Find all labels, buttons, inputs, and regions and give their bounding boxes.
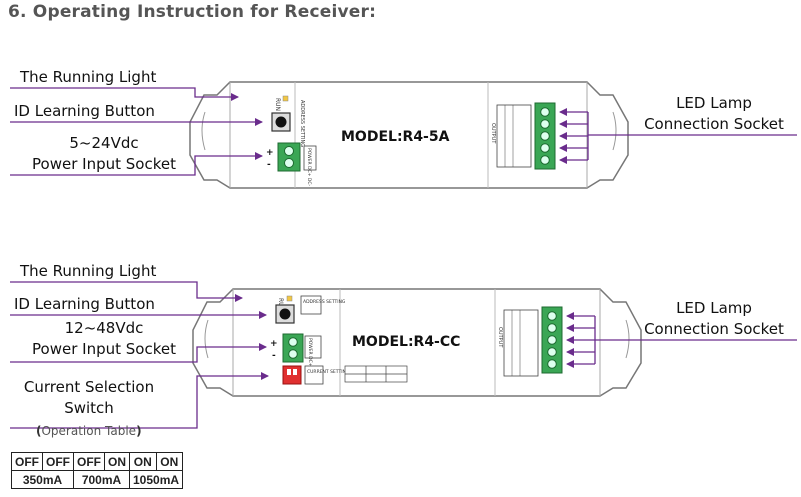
current-text-2: CURRENT SETTING [307,369,350,375]
switch-state-cell: OFF [73,452,105,471]
label-id-button-1: ID Learning Button [14,102,155,120]
current-cell: 350mA [11,470,74,489]
minus-text-1: - [267,160,271,170]
label-led-socket-1: Connection Socket [644,115,784,133]
label-running-light-1: The Running Light [20,68,157,86]
switch-state-cell: OFF [42,452,74,471]
output-text-1: OUTPUT [490,123,496,144]
plus-text-1: + [266,148,274,158]
label-switch: Switch [64,399,114,417]
current-cell: 1050mA [128,470,184,489]
label-led-lamp-2: LED Lamp [676,299,752,317]
label-led-lamp-1: LED Lamp [676,94,752,112]
output-text-2: OUTPUT [497,327,503,348]
switch-state-row: OFF OFF OFF ON ON ON [11,452,184,471]
label-id-button-2: ID Learning Button [14,295,155,313]
minus-text-2: - [272,351,276,361]
switch-state-cell: ON [104,452,130,471]
operation-table-note: Operation Table [41,424,137,438]
receiver-1-body: RUN ADDRESS SETTING + - POWER DC+ DC- MO… [189,81,629,189]
label-power-voltage-2: 12~48Vdc [64,319,144,337]
current-selection-switch [282,365,302,385]
running-light-led-1 [282,95,289,102]
run-text-1: RUN [274,98,281,111]
receiver-2-leaders [10,281,797,429]
section-heading: 6. Operating Instruction for Receiver: [8,2,377,22]
label-power-socket-2: Power Input Socket [32,340,176,358]
switch-state-cell: OFF [11,452,43,471]
id-button-cap-2 [279,308,291,320]
operation-table-caption: (Operation Table) [36,424,142,438]
power-text-1: POWER DC+ DC- [306,148,312,187]
model-label-1: MODEL:R4-5A [341,129,450,145]
model-label-2: MODEL:R4-CC [352,334,460,350]
label-current-selection: Current Selection [23,378,155,396]
operation-table: OFF OFF OFF ON ON ON 350mA 700mA 1050mA [11,452,184,489]
running-light-led-2 [286,295,293,302]
current-cell: 700mA [73,470,130,489]
switch-state-cell: ON [155,452,184,471]
plus-text-2: + [270,339,278,349]
id-button-cap-1 [275,116,287,128]
label-running-light-2: The Running Light [20,262,157,280]
power-socket-2 [282,333,304,363]
receiver-2-body: RUN ADDRESS SETTING + - POWER DC+ DC- CU… [192,288,642,397]
label-led-socket-2: Connection Socket [644,320,784,338]
label-power-socket-1: Power Input Socket [32,155,176,173]
current-row: 350mA 700mA 1050mA [11,470,184,489]
address-text-2: ADDRESS SETTING [303,299,346,305]
power-text-2: POWER DC+ DC- [307,338,313,377]
label-power-voltage-1: 5~24Vdc [69,134,139,152]
address-text-1: ADDRESS SETTING [299,100,305,147]
power-socket-1 [277,142,301,172]
switch-state-cell: ON [129,452,157,471]
receiver-1-leaders [10,87,797,176]
